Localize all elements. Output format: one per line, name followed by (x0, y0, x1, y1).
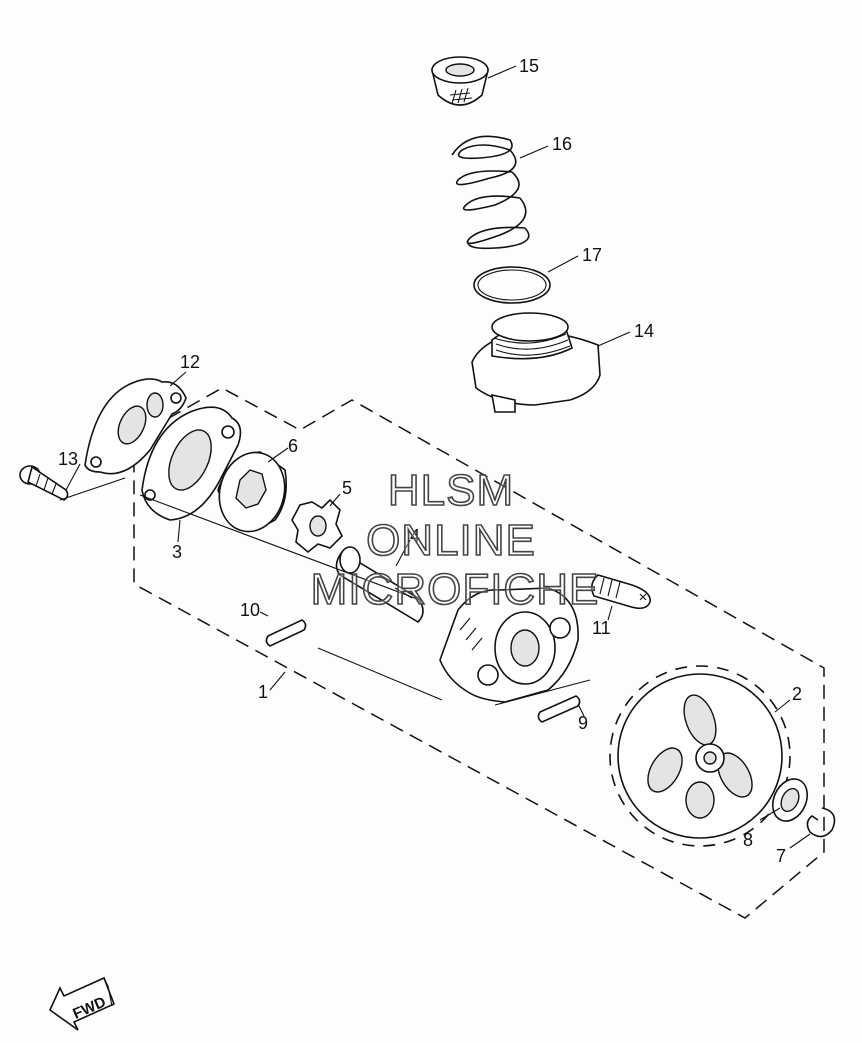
watermark: HLSM ONLINE MICROFICHE (310, 465, 600, 615)
part-2-gear (609, 665, 791, 847)
callouts: 15 16 17 14 12 13 6 5 4 3 10 11 1 2 9 8 … (58, 56, 802, 866)
part-8-washer (771, 778, 809, 822)
callout-10: 10 (240, 600, 260, 620)
callout-3: 3 (172, 542, 182, 562)
callout-14: 14 (634, 321, 654, 341)
part-17-o-ring (473, 266, 551, 304)
callout-4: 4 (410, 526, 420, 546)
part-3-cover-plate (141, 406, 242, 521)
callout-5: 5 (342, 478, 352, 498)
callout-9: 9 (578, 713, 588, 733)
callout-16: 16 (552, 134, 572, 154)
callout-15: 15 (519, 56, 539, 76)
part-1-pump-body (439, 587, 579, 703)
callout-12: 12 (180, 352, 200, 372)
part-4-shaft (335, 546, 424, 624)
watermark-line-3: MICROFICHE (311, 565, 600, 614)
part-15-cap (430, 56, 490, 106)
part-6-outer-rotor (217, 451, 288, 533)
part-9-pin (537, 695, 581, 723)
part-7-circlip (806, 807, 836, 838)
leader-lines (59, 65, 811, 849)
watermark-line-2: ONLINE (366, 516, 536, 565)
callout-13: 13 (58, 449, 78, 469)
part-13-bolt (19, 465, 69, 501)
forward-arrow-icon: FWD (48, 976, 116, 1031)
callout-7: 7 (776, 846, 786, 866)
part-12-gasket (84, 378, 187, 475)
part-5-inner-rotor (291, 498, 343, 554)
assembly-boundary (129, 387, 825, 919)
callout-1: 1 (258, 682, 268, 702)
part-16-spring (451, 135, 530, 250)
callout-11: 11 (592, 618, 611, 638)
part-14-threaded-plug (471, 312, 601, 413)
part-10-pin (265, 619, 307, 647)
callout-6: 6 (288, 436, 298, 456)
callout-2: 2 (792, 684, 802, 704)
callout-8: 8 (743, 830, 753, 850)
watermark-line-1: HLSM (388, 466, 514, 515)
part-11-bolt (590, 574, 651, 610)
callout-17: 17 (582, 245, 602, 265)
